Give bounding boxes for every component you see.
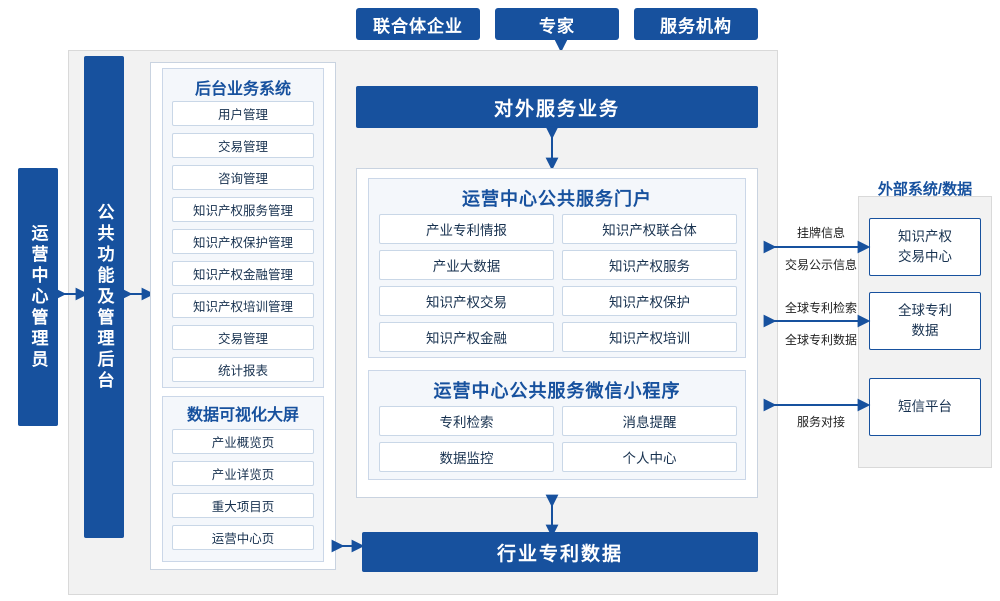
portal-item-5[interactable]: 知识产权保护: [562, 286, 737, 316]
connector-label-1: 交易公示信息: [784, 257, 857, 272]
actor-pill-0[interactable]: 联合体企业: [356, 8, 480, 40]
miniprogram-item-1[interactable]: 消息提醒: [562, 406, 737, 436]
external-item-1[interactable]: 全球专利 数据: [869, 292, 981, 350]
miniprogram-item-0[interactable]: 专利检索: [379, 406, 554, 436]
left-bar-common-backend-label: 公共功能及管理后台: [94, 202, 114, 392]
external-item-2-label: 短信平台: [898, 399, 952, 415]
backoffice-item-3[interactable]: 知识产权服务管理: [172, 197, 314, 222]
left-bar-admin: 运营中心管理员: [18, 168, 58, 426]
backoffice-item-0[interactable]: 用户管理: [172, 101, 314, 126]
arrow-portal-to-industry: [545, 494, 559, 538]
industry-data-bar-label: 行业专利数据: [496, 543, 623, 565]
connector-label-0: 挂牌信息: [796, 225, 845, 240]
connector-label-3: 全球专利数据: [784, 332, 857, 347]
portal-item-6[interactable]: 知识产权金融: [379, 322, 554, 352]
connector-label-2: 全球专利检索: [784, 300, 857, 315]
portal-item-0[interactable]: 产业专利情报: [379, 214, 554, 244]
miniprogram-title: 运营中心公共服务微信小程序: [433, 381, 681, 401]
backoffice-item-4[interactable]: 知识产权保护管理: [172, 229, 314, 254]
miniprogram-item-1-label: 消息提醒: [622, 415, 677, 430]
backoffice-item-2[interactable]: 咨询管理: [172, 165, 314, 190]
backoffice-item-5-label: 知识产权金融管理: [192, 268, 293, 282]
backoffice-item-1-label: 交易管理: [217, 140, 268, 154]
arrow-ext-1: [763, 314, 871, 328]
portal-item-7-label: 知识产权培训: [609, 331, 690, 346]
miniprogram-item-3-label: 个人中心: [622, 451, 677, 466]
arrow-ext-2: [763, 398, 871, 412]
portal-item-1-label: 知识产权联合体: [602, 223, 697, 238]
backoffice-item-6-label: 知识产权培训管理: [192, 300, 293, 314]
miniprogram-item-3[interactable]: 个人中心: [562, 442, 737, 472]
industry-data-bar: 行业专利数据: [362, 532, 758, 572]
backoffice-item-7[interactable]: 交易管理: [172, 325, 314, 350]
dashboard-item-2-label: 重大项目页: [211, 500, 275, 514]
portal-item-3[interactable]: 知识产权服务: [562, 250, 737, 280]
actor-pill-2-label: 服务机构: [660, 16, 732, 36]
actor-pill-2[interactable]: 服务机构: [634, 8, 758, 40]
arrow-backend-to-backoffice: [119, 287, 155, 301]
backoffice-item-7-label: 交易管理: [217, 332, 268, 346]
dashboard-item-3[interactable]: 运营中心页: [172, 525, 314, 550]
miniprogram-item-2-label: 数据监控: [439, 451, 494, 466]
backoffice-item-3-label: 知识产权服务管理: [192, 204, 293, 218]
backoffice-item-1[interactable]: 交易管理: [172, 133, 314, 158]
portal-item-2-label: 产业大数据: [432, 259, 501, 274]
dashboard-item-2[interactable]: 重大项目页: [172, 493, 314, 518]
arrow-admin-to-backend: [53, 287, 89, 301]
arrow-ext-0: [763, 240, 871, 254]
left-bar-common-backend: 公共功能及管理后台: [84, 56, 124, 538]
actor-pill-1[interactable]: 专家: [495, 8, 619, 40]
dashboard-item-3-label: 运营中心页: [211, 532, 275, 546]
left-bar-admin-label: 运营中心管理员: [28, 223, 48, 371]
actor-pill-1-label: 专家: [539, 16, 575, 36]
external-item-2[interactable]: 短信平台: [869, 378, 981, 436]
portal-item-4-label: 知识产权交易: [426, 295, 507, 310]
backoffice-item-6[interactable]: 知识产权培训管理: [172, 293, 314, 318]
external-item-0-label: 知识产权 交易中心: [898, 229, 952, 264]
arrow-column-to-industry: [331, 539, 365, 553]
external-service-bar: 对外服务业务: [356, 86, 758, 128]
miniprogram-item-0-label: 专利检索: [439, 415, 494, 430]
backoffice-item-0-label: 用户管理: [217, 108, 268, 122]
portal-item-1[interactable]: 知识产权联合体: [562, 214, 737, 244]
portal-item-2[interactable]: 产业大数据: [379, 250, 554, 280]
external-systems-title: 外部系统/数据: [877, 180, 973, 198]
portal-item-0-label: 产业专利情报: [426, 223, 507, 238]
portal-item-6-label: 知识产权金融: [426, 331, 507, 346]
external-item-1-label: 全球专利 数据: [898, 303, 952, 338]
backoffice-item-8[interactable]: 统计报表: [172, 357, 314, 382]
backoffice-title: 后台业务系统: [194, 81, 291, 98]
external-service-bar-label: 对外服务业务: [493, 98, 620, 120]
dashboard-item-0-label: 产业概览页: [211, 436, 275, 450]
actor-pill-0-label: 联合体企业: [373, 16, 463, 36]
arrow-service-to-portal: [545, 126, 559, 171]
portal-item-4[interactable]: 知识产权交易: [379, 286, 554, 316]
backoffice-item-5[interactable]: 知识产权金融管理: [172, 261, 314, 286]
portal-item-3-label: 知识产权服务: [609, 259, 690, 274]
dashboard-item-0[interactable]: 产业概览页: [172, 429, 314, 454]
backoffice-item-8-label: 统计报表: [217, 364, 268, 378]
backoffice-item-2-label: 咨询管理: [217, 172, 268, 186]
backoffice-item-4-label: 知识产权保护管理: [192, 236, 293, 250]
miniprogram-item-2[interactable]: 数据监控: [379, 442, 554, 472]
external-item-0[interactable]: 知识产权 交易中心: [869, 218, 981, 276]
portal-title: 运营中心公共服务门户: [462, 189, 652, 209]
dashboard-title: 数据可视化大屏: [186, 407, 299, 424]
portal-item-5-label: 知识产权保护: [609, 295, 690, 310]
dashboard-item-1-label: 产业详览页: [211, 468, 275, 482]
portal-item-7[interactable]: 知识产权培训: [562, 322, 737, 352]
connector-label-4: 服务对接: [796, 414, 845, 429]
dashboard-item-1[interactable]: 产业详览页: [172, 461, 314, 486]
